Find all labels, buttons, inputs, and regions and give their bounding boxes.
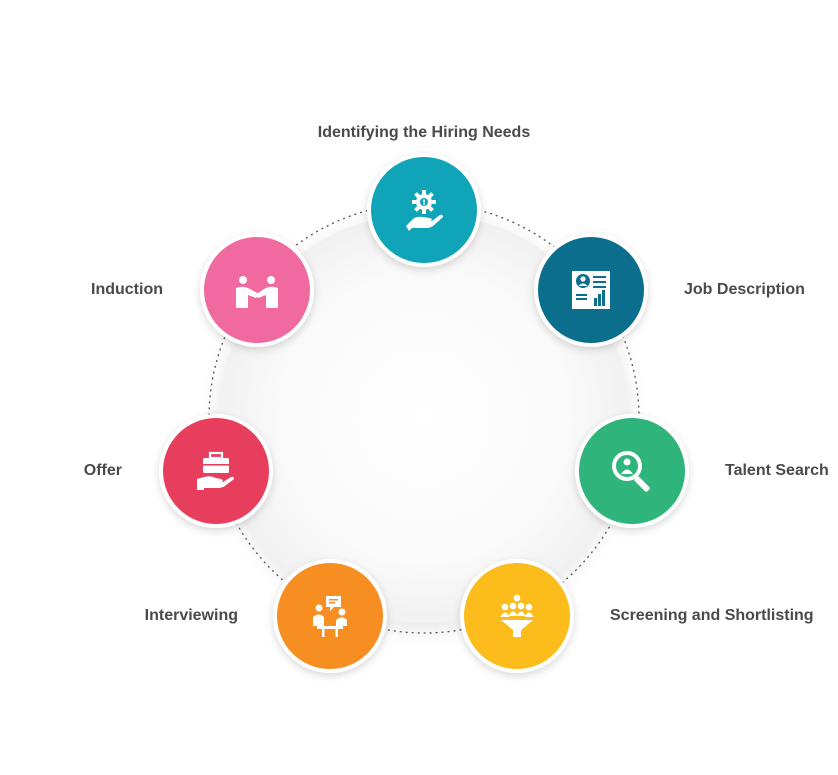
gear-hand-icon (406, 190, 443, 231)
resume-document-icon (572, 271, 610, 309)
step-node-talent-search (575, 414, 689, 528)
hand-briefcase-icon (197, 451, 234, 490)
step-node-induction (200, 233, 314, 347)
step-node-job-description (534, 233, 648, 347)
step-label-induction: Induction (91, 281, 163, 298)
center-disc (219, 213, 629, 623)
step-node-interviewing (273, 559, 387, 673)
magnifier-person-icon (612, 451, 650, 492)
step-label-job-description: Job Description (684, 281, 805, 298)
step-label-screening-and-shortlisting: Screening and Shortlisting (610, 607, 814, 624)
step-circle (204, 237, 310, 343)
step-circle (579, 418, 685, 524)
funnel-people-icon (500, 594, 534, 637)
step-label-identifying-the-hiring-needs: Identifying the Hiring Needs (317, 124, 531, 141)
interview-meeting-icon (313, 596, 347, 637)
step-label-offer: Offer (83, 462, 122, 479)
step-label-interviewing: Interviewing (144, 607, 238, 624)
step-label-talent-search: Talent Search (725, 462, 829, 479)
step-node-screening-and-shortlisting (460, 559, 574, 673)
step-circle (277, 563, 383, 669)
handshake-icon (236, 276, 278, 308)
step-node-offer (159, 414, 273, 528)
step-node-identifying-the-hiring-needs (367, 153, 481, 267)
